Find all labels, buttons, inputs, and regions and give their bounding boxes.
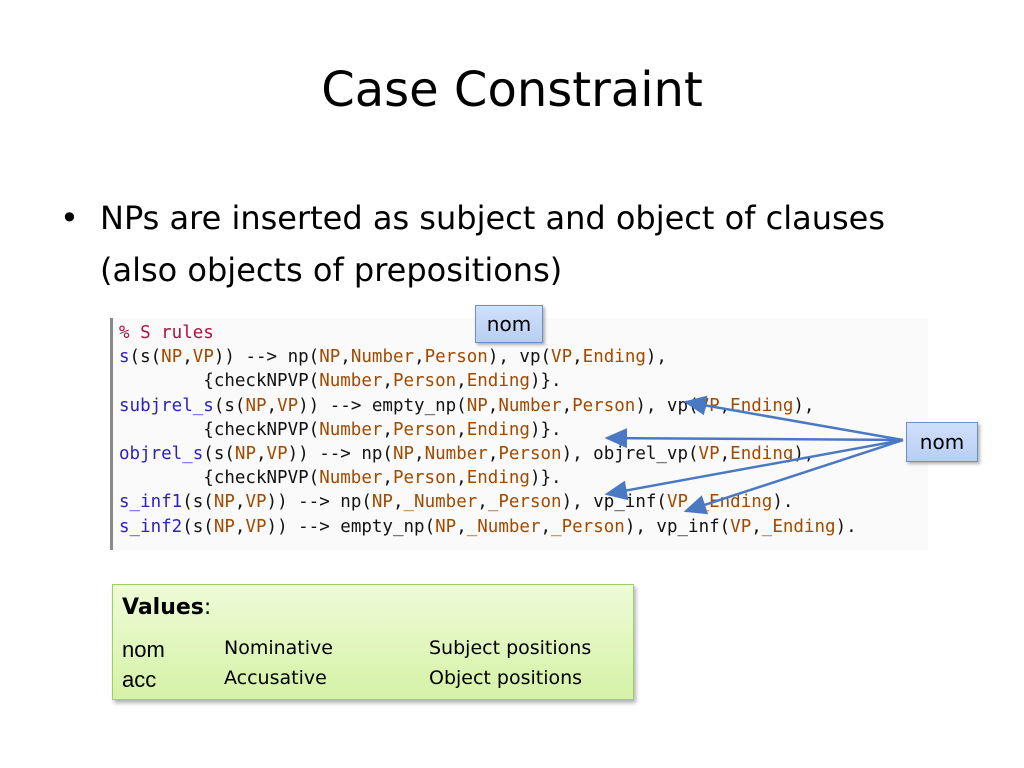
bullet-dot-icon: • — [60, 199, 79, 237]
value-code: nom — [122, 637, 165, 662]
nom-callout-top: nom — [475, 305, 543, 343]
value-use: Object positions — [429, 667, 583, 689]
value-name: Nominative — [224, 637, 333, 659]
code-line: {checkNPVP(Number,Person,Ending)}. — [119, 468, 562, 489]
values-heading: Values: — [122, 595, 211, 620]
arrow-to-objrel — [604, 428, 904, 449]
code-line: s_inf2(s(NP,VP)) --> empty_np(NP,_Number… — [119, 516, 857, 537]
code-line: {checkNPVP(Number,Person,Ending)}. — [119, 419, 562, 440]
arrow-to-sinf1 — [604, 438, 904, 501]
values-heading-label: Values — [122, 595, 204, 620]
code-line: objrel_s(s(NP,VP)) --> np(NP,Number,Pers… — [119, 444, 815, 465]
code-line: subjrel_s(s(NP,VP)) --> empty_np(NP,Numb… — [119, 395, 815, 416]
slide-title: Case Constraint — [321, 62, 703, 118]
code-line: % S rules — [119, 323, 214, 343]
code-line: s(s(NP,VP)) --> np(NP,Number,Person), vp… — [119, 347, 667, 368]
code-line: {checkNPVP(Number,Person,Ending)}. — [119, 371, 562, 392]
values-heading-colon: : — [203, 595, 212, 620]
bullet-text: NPs are inserted as subject and object o… — [100, 199, 886, 289]
code-snippet: % S rules s(s(NP,VP)) --> np(NP,Number,Pe… — [110, 318, 928, 550]
value-code: acc — [122, 667, 157, 692]
value-name: Accusative — [224, 667, 327, 689]
values-box: Values: nom Nominative Subject positions… — [112, 584, 634, 700]
nom-callout-right: nom — [906, 422, 978, 462]
arrow-to-subjrel — [683, 395, 904, 442]
value-use: Subject positions — [429, 637, 592, 659]
arrow-to-vpinf — [683, 438, 904, 515]
